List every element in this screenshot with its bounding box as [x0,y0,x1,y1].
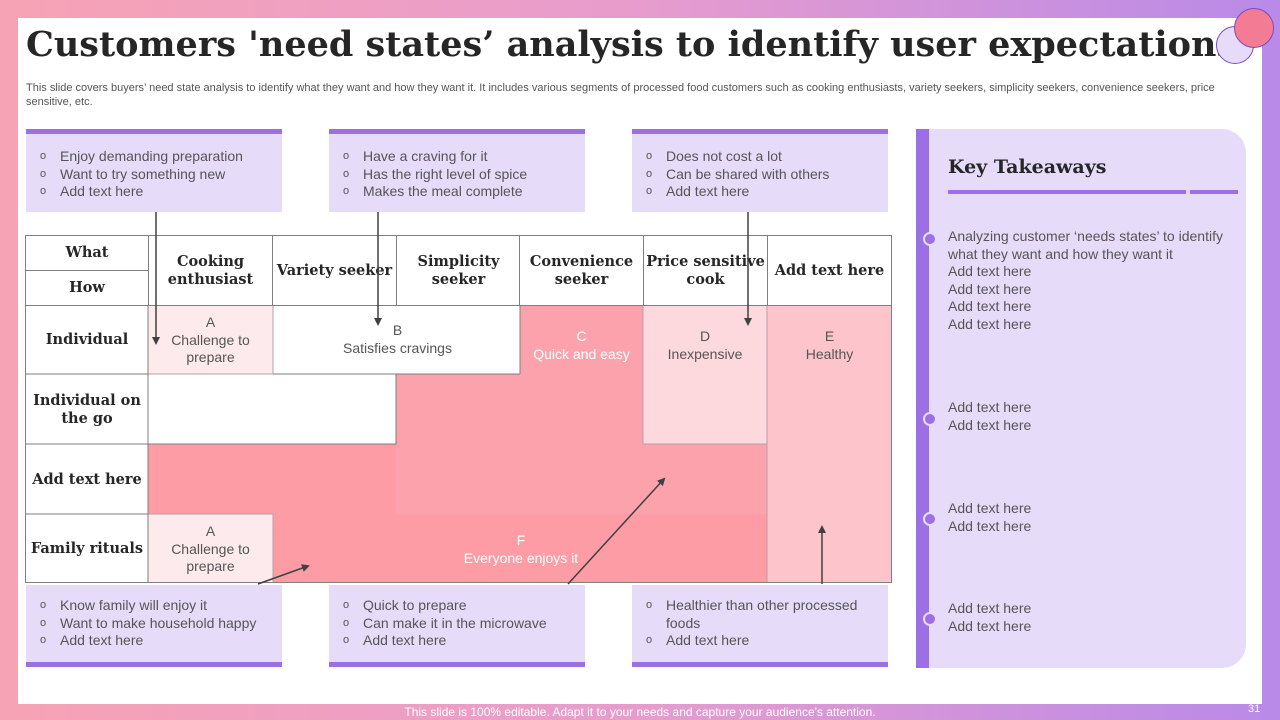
region-c-label: C Quick and easy [533,328,630,362]
list-item: Quick to prepare [343,597,573,615]
region-b-outline [148,373,397,445]
takeaway-item: Add text here [948,399,1032,415]
region-d-shape [642,304,768,445]
column-header: Variety seeker [272,235,397,306]
page-title: Customers 'need states’ analysis to iden… [26,24,1237,65]
header-how: How [25,270,149,306]
list-item: Makes the meal complete [343,183,573,201]
takeaway-item: Add text here [948,298,1032,314]
need-states-grid: What How Cooking enthusiast Variety seek… [25,235,892,583]
top-box-3: Does not cost a lot Can be shared with o… [632,129,888,212]
takeaway-dot [923,612,937,626]
page-number: 31 [1248,703,1261,715]
row-header: Individual on the go [33,391,141,427]
takeaway-item: Analyzing customer ‘needs states’ to ide… [948,228,1223,262]
takeaway-item: Add text here [948,600,1032,616]
column-header: Price sensitive cook [643,235,768,306]
list-item: Want to make household happy [40,615,270,633]
key-takeaways-accent-bar [916,129,929,668]
slide: Customers 'need states’ analysis to iden… [18,8,1274,704]
takeaway-dot [923,232,937,246]
footer-note: This slide is 100% editable. Adapt it to… [404,705,876,719]
list-item: Add text here [343,632,573,650]
list-item: Have a craving for it [343,148,573,166]
list-item: Does not cost a lot [646,148,876,166]
bottom-box-2: Quick to prepare Can make it in the micr… [329,585,585,667]
top-box-1: Enjoy demanding preparation Want to try … [26,129,282,212]
region-b-label: B Satisfies cravings [343,322,452,356]
region-a1-shape [147,304,274,375]
region-e-label: E Healthy [805,328,854,362]
region-a1-label: A Challenge to prepare [171,314,250,365]
takeaway-item: Add text here [948,416,1032,433]
column-header: Convenience seeker [519,235,644,306]
list-item: Know family will enjoy it [40,597,270,615]
key-takeaways-panel [916,129,1246,668]
takeaway-item: Add text here [948,617,1032,634]
list-item: Add text here [40,632,270,650]
takeaway-item: Add text here [948,500,1032,516]
takeaway-item: Add text here [948,263,1032,279]
column-header: Add text here [767,235,892,306]
takeaway-item: Add text here [948,315,1032,332]
region-a2-shape [147,513,274,583]
list-item: Can be shared with others [646,166,876,184]
list-item: Enjoy demanding preparation [40,148,270,166]
row-header: Individual [45,331,129,348]
list-item: Has the right level of spice [343,166,573,184]
takeaway-group-4: Add text here Add text here [948,600,1240,635]
bottom-box-1: Know family will enjoy it Want to make h… [26,585,282,667]
key-takeaways-title: Key Takeaways [948,156,1107,178]
list-item: Can make it in the microwave [343,615,573,633]
row-header: Add text here [32,470,142,488]
list-item: Add text here [40,183,270,201]
list-item: Add text here [646,632,876,650]
takeaway-item: Add text here [948,280,1032,297]
region-d-label: D Inexpensive [667,328,743,362]
row-header: Family rituals [30,539,144,557]
column-header: Simplicity seeker [396,235,521,306]
list-item: Healthier than other processed foods [646,597,876,632]
region-c-shape [396,305,767,514]
takeaway-dot [923,512,937,526]
region-a2-label: A Challenge to prepare [171,523,250,574]
column-header: Cooking enthusiast [148,235,273,306]
region-f-label: F Everyone enjoys it [463,532,579,566]
key-takeaways-underline-short [1190,190,1238,194]
takeaway-group-1: Analyzing customer ‘needs states’ to ide… [948,228,1240,333]
takeaway-group-2: Add text here Add text here [948,399,1240,434]
header-what: What [25,235,149,271]
takeaway-item: Add text here [948,517,1032,534]
bottom-box-3: Healthier than other processed foods Add… [632,585,888,667]
subtitle: This slide covers buyers’ need state ana… [26,82,1215,108]
key-takeaways-underline [948,190,1186,194]
takeaway-group-3: Add text here Add text here [948,500,1240,535]
decorative-circle-pink [1234,8,1274,48]
list-item: Add text here [646,183,876,201]
takeaway-dot [923,412,937,426]
top-box-2: Have a craving for it Has the right leve… [329,129,585,212]
list-item: Want to try something new [40,166,270,184]
